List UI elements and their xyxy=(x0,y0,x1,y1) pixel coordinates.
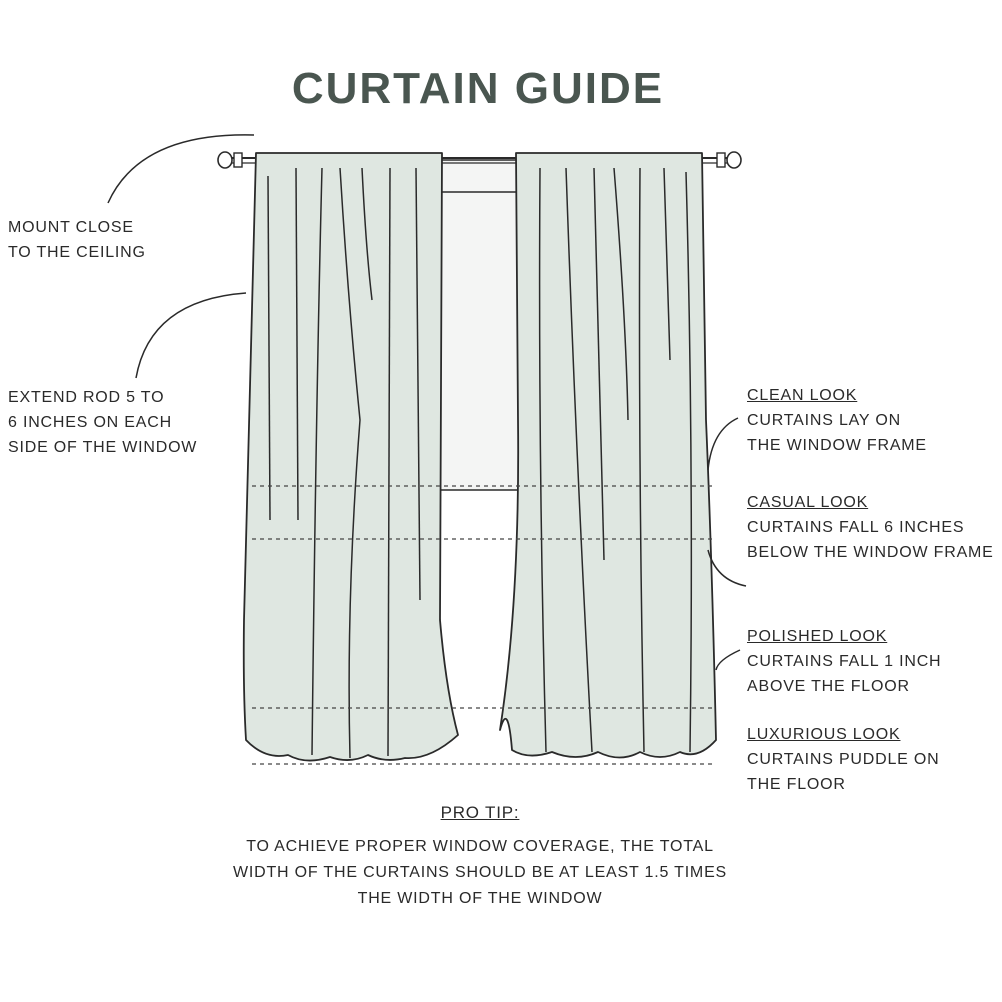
note-extend-rod: EXTEND ROD 5 TO 6 INCHES ON EACH SIDE OF… xyxy=(8,385,197,460)
pro-tip: PRO TIP: To achieve proper window covera… xyxy=(200,800,760,912)
callout-arcs xyxy=(107,134,747,671)
look-line: CURTAINS FALL 6 INCHES xyxy=(747,519,965,536)
look-line: BELOW THE WINDOW FRAME xyxy=(747,544,994,561)
look-luxurious: LUXURIOUS LOOK CURTAINS PUDDLE ON THE FL… xyxy=(747,722,940,797)
pro-tip-line: width of the curtains should be at least… xyxy=(232,864,728,881)
curtain-folds-right xyxy=(538,167,693,753)
look-polished: POLISHED LOOK CURTAINS FALL 1 INCH ABOVE… xyxy=(747,624,941,699)
curtain-panel-left xyxy=(242,152,459,762)
note-line: EXTEND ROD 5 TO xyxy=(8,389,165,406)
look-name: POLISHED LOOK xyxy=(747,628,888,645)
pro-tip-line: To achieve proper window coverage, the t… xyxy=(246,838,714,855)
note-line: SIDE OF THE WINDOW xyxy=(8,439,198,456)
note-line: 6 INCHES ON EACH xyxy=(8,414,172,431)
rod-bracket-left xyxy=(233,152,243,168)
rod-bracket-right xyxy=(716,152,726,168)
pro-tip-line: the width of the window xyxy=(357,890,603,907)
look-line: CURTAINS PUDDLE ON xyxy=(747,751,940,768)
curtain-folds-left xyxy=(267,167,421,759)
note-line: TO THE CEILING xyxy=(8,244,146,261)
look-line: THE FLOOR xyxy=(747,776,846,793)
look-line: CURTAINS FALL 1 INCH xyxy=(747,653,942,670)
look-line: ABOVE THE FLOOR xyxy=(747,678,910,695)
look-clean: CLEAN LOOK CURTAINS LAY ON THE WINDOW FR… xyxy=(747,383,927,458)
note-mount-close: MOUNT CLOSE TO THE CEILING xyxy=(8,215,146,265)
curtain-panel-right xyxy=(499,152,717,759)
look-name: LUXURIOUS LOOK xyxy=(747,726,901,743)
rod-finial-right xyxy=(726,151,742,169)
rod-finial-left xyxy=(217,151,233,169)
page-title: CURTAIN GUIDE xyxy=(291,64,665,113)
look-line: THE WINDOW FRAME xyxy=(747,437,927,454)
look-name: CASUAL LOOK xyxy=(747,494,869,511)
note-line: MOUNT CLOSE xyxy=(8,219,134,236)
window-pane xyxy=(439,159,521,491)
pro-tip-heading: PRO TIP: xyxy=(440,803,520,822)
look-casual: CASUAL LOOK CURTAINS FALL 6 INCHES BELOW… xyxy=(747,490,994,565)
look-line: CURTAINS LAY ON xyxy=(747,412,901,429)
look-name: CLEAN LOOK xyxy=(747,387,858,404)
